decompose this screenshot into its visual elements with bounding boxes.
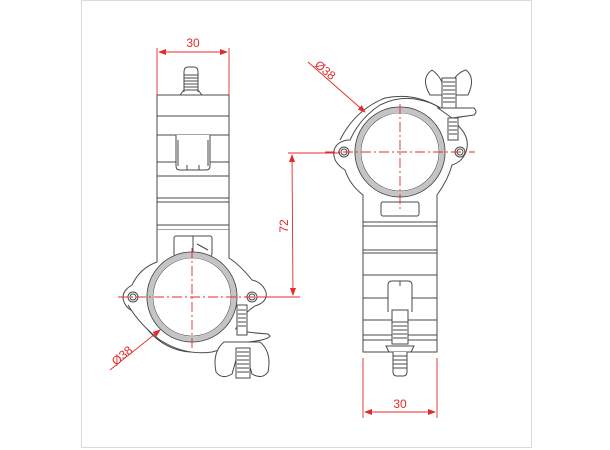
right-diameter-label: Ø38 <box>312 58 339 84</box>
left-wingnut <box>214 304 270 379</box>
right-width-dimension <box>362 358 438 418</box>
left-width-dimension <box>156 48 230 95</box>
right-width-label: 30 <box>393 397 407 411</box>
center-distance-label: 72 <box>277 219 291 233</box>
left-width-label: 30 <box>186 36 200 50</box>
center-distance-dimension <box>258 152 340 298</box>
right-diameter-dimension <box>307 61 366 113</box>
right-bottom-bolt <box>385 280 415 377</box>
right-clamp-view <box>333 69 477 377</box>
right-centerlines <box>325 104 475 210</box>
left-clamp-view <box>122 66 271 379</box>
left-top-bolt <box>179 66 203 96</box>
right-wingnut <box>425 69 477 141</box>
left-diameter-dimension <box>109 329 161 371</box>
left-diameter-label: Ø38 <box>109 343 136 369</box>
drawing-frame <box>81 0 532 448</box>
